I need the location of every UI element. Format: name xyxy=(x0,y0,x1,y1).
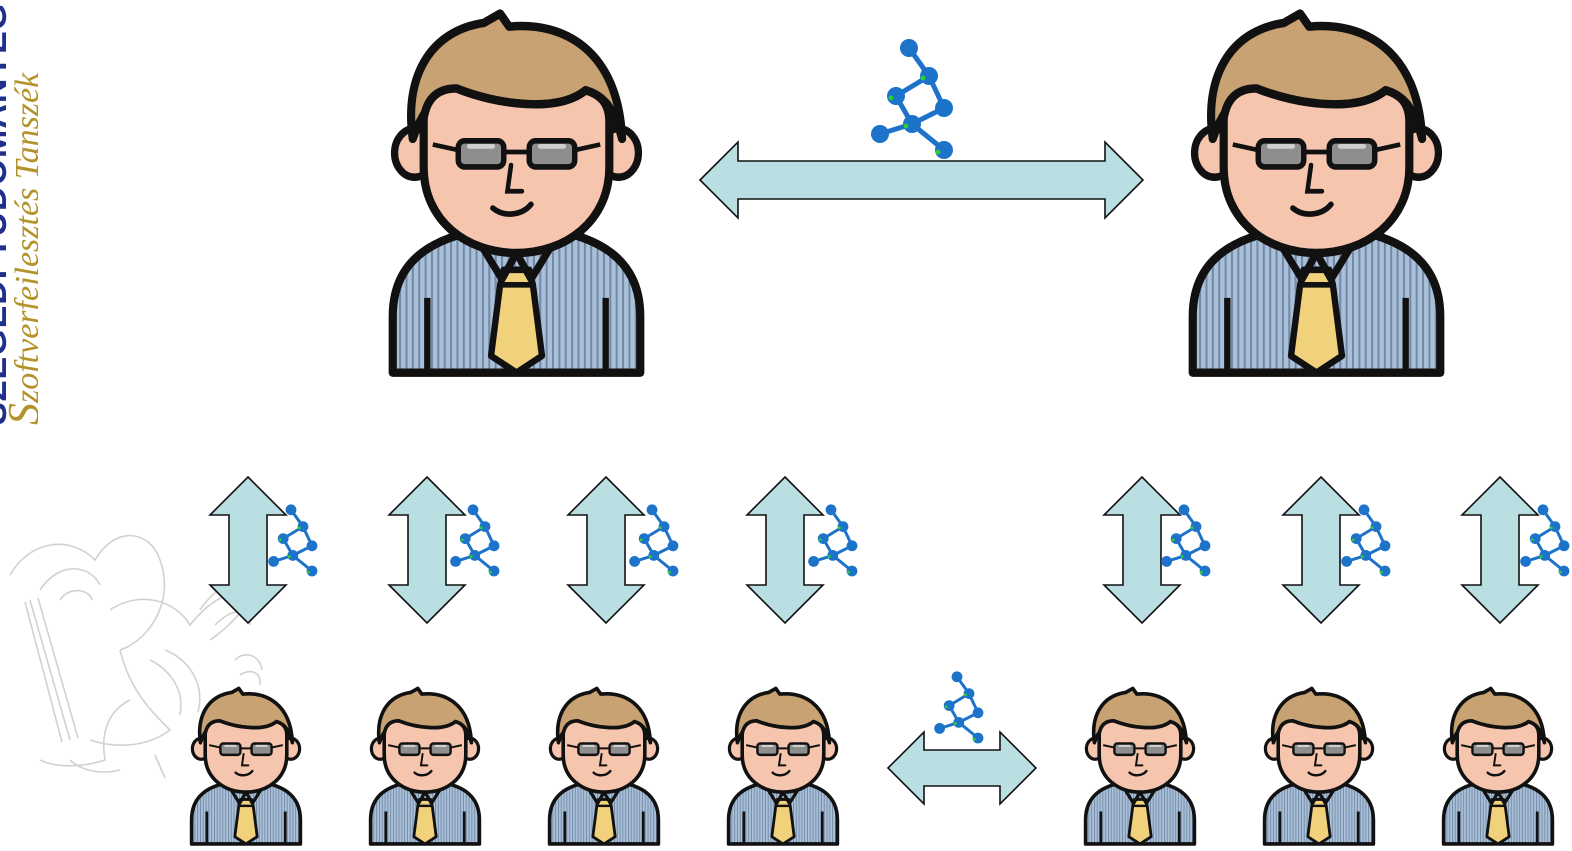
molecule-icon xyxy=(871,39,953,159)
double-arrow-icon xyxy=(567,476,645,624)
person-icon xyxy=(1083,686,1197,846)
person-icon xyxy=(393,14,641,373)
molecule-icon xyxy=(932,669,985,745)
double-arrow-icon xyxy=(209,476,287,624)
person-icon xyxy=(1441,686,1555,846)
double-arrow-icon xyxy=(746,476,824,624)
person-icon xyxy=(726,686,840,846)
double-arrow-icon xyxy=(1103,476,1181,624)
double-arrow-icon xyxy=(1461,476,1539,624)
double-arrow-icon xyxy=(388,476,466,624)
person-icon xyxy=(368,686,482,846)
person-icon xyxy=(189,686,303,846)
double-arrow-icon xyxy=(698,140,1145,220)
double-arrow-icon xyxy=(886,730,1038,806)
griffin-logo xyxy=(9,534,263,779)
person-icon xyxy=(1262,686,1376,846)
person-icon xyxy=(547,686,661,846)
person-icon xyxy=(1193,14,1441,373)
double-arrow-icon xyxy=(1282,476,1360,624)
